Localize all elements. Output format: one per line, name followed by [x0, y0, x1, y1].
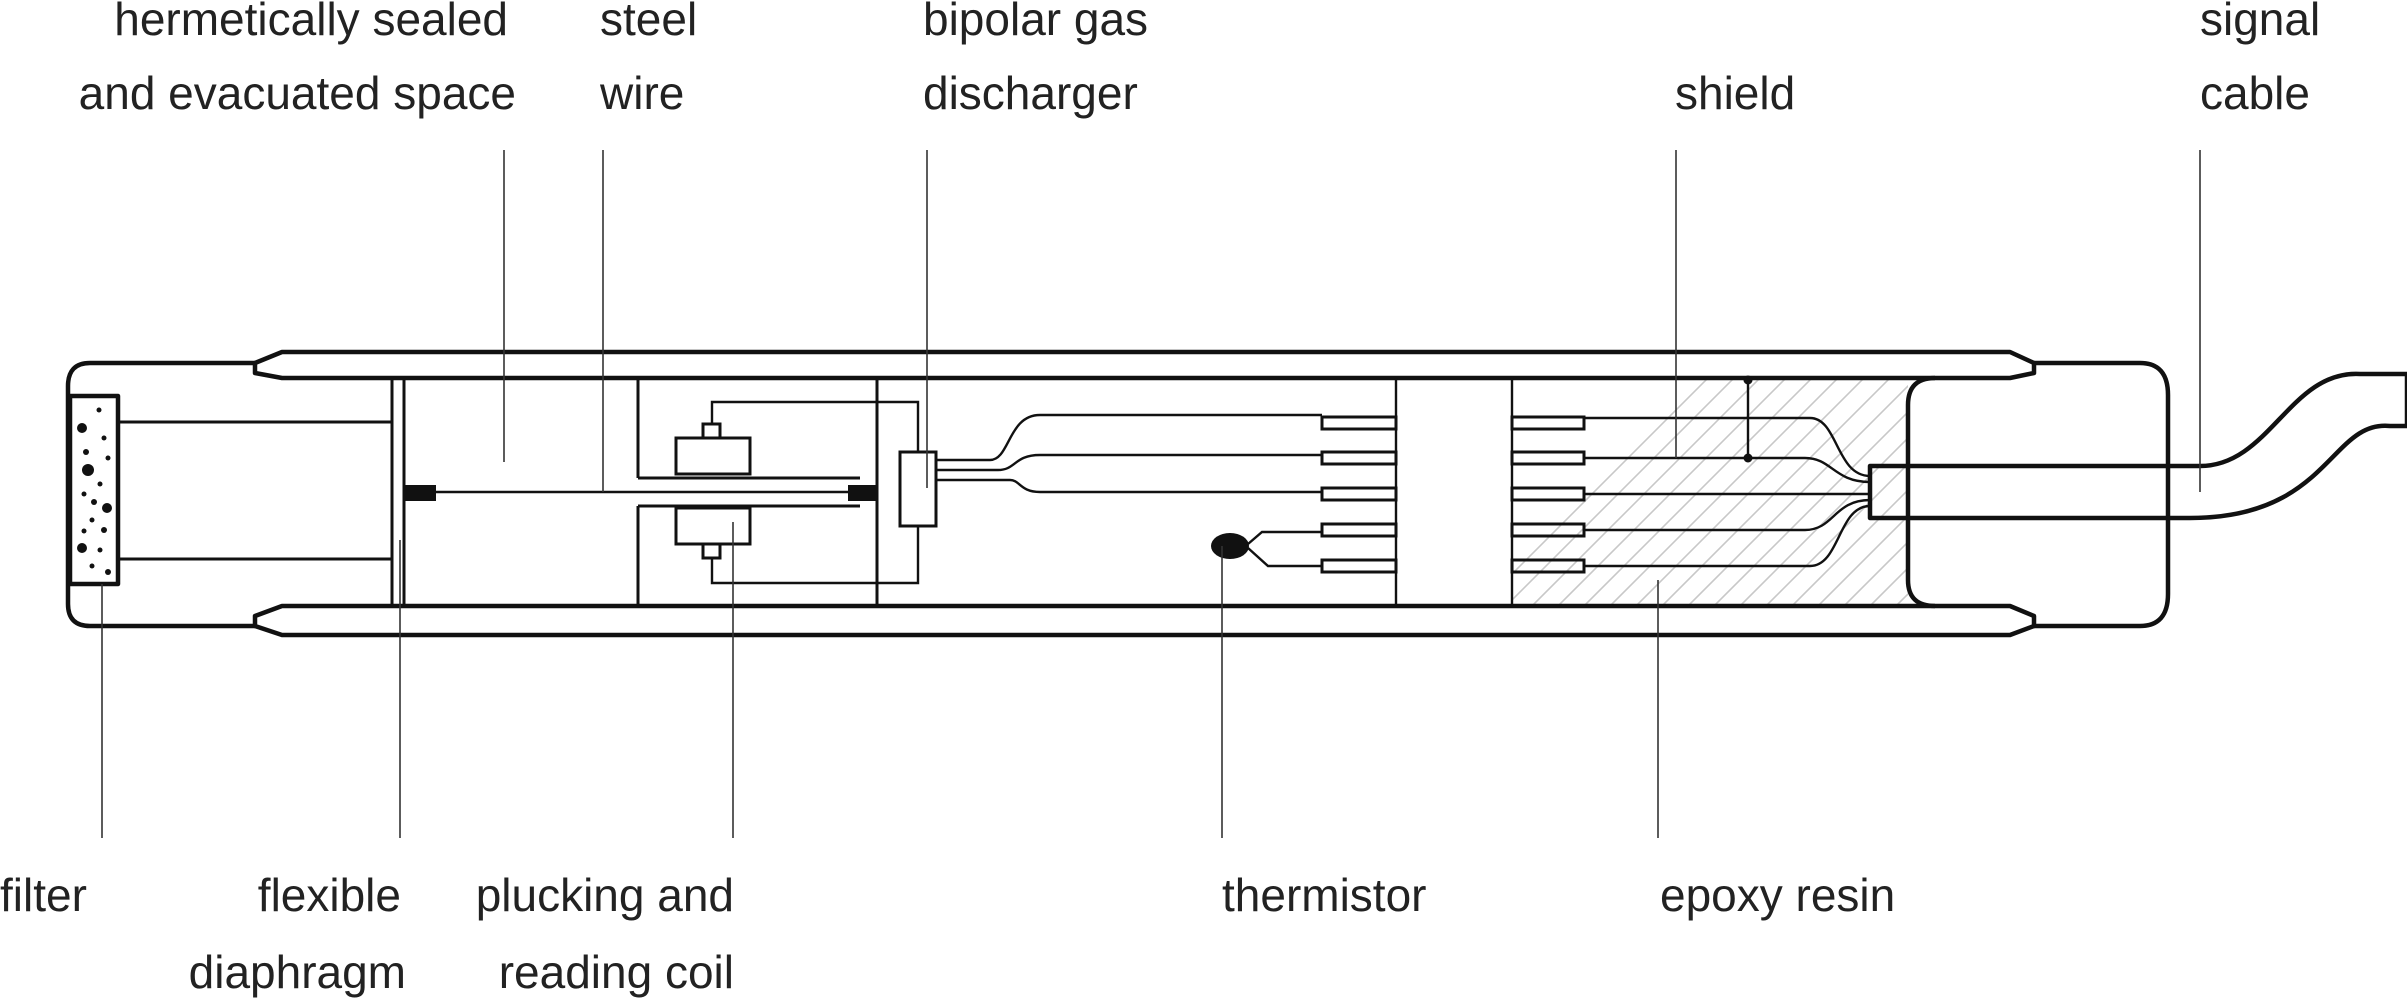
epoxy-hatch-line	[1583, 378, 1814, 606]
cable-wires	[1584, 416, 1871, 568]
epoxy-hatch-line	[1948, 366, 2188, 606]
epoxy-hatch-line	[1687, 384, 1908, 606]
bottom-labels: filter flexible diaphragm plucking and r…	[0, 869, 1895, 998]
epoxy-end-boundary	[1905, 375, 1936, 609]
cable-sheath	[1867, 371, 2407, 521]
epoxy-hatch-line	[1739, 436, 1908, 606]
signal-cable	[1867, 371, 2407, 521]
epoxy-hatch-line	[1713, 410, 1908, 606]
wire-anchor-right	[848, 485, 878, 501]
wire-anchor-left	[405, 485, 436, 501]
label-steel-line1: steel	[600, 0, 697, 45]
housing-left-cap	[65, 360, 255, 629]
filter	[67, 393, 121, 587]
label-steel-line2: wire	[599, 67, 684, 119]
label-diaphragm-line2: diaphragm	[189, 946, 406, 998]
epoxy-hatch-line	[1512, 378, 1736, 602]
bipolar-gas-discharger	[898, 450, 938, 528]
label-thermistor: thermistor	[1222, 869, 1426, 921]
coil-lower	[674, 506, 752, 546]
epoxy-hatch-line	[1609, 378, 1840, 606]
coil-upper-lead	[710, 400, 920, 452]
housing-top-tube	[252, 349, 2037, 381]
label-coil-line2: reading coil	[499, 946, 734, 998]
filter-block	[67, 393, 121, 587]
top-labels: hermetically sealed and evacuated space …	[79, 0, 2321, 119]
terminal-block	[1320, 378, 1586, 606]
label-gas-line2: discharger	[923, 67, 1138, 119]
epoxy-hatch-line	[1922, 366, 2162, 606]
coil-lower-lead	[710, 526, 920, 585]
epoxy-hatch-line	[1531, 378, 1762, 606]
coil-upper-core	[701, 422, 722, 440]
epoxy-hatch-line	[1791, 488, 1908, 606]
epoxy-resin-area	[1512, 366, 2188, 606]
thermistor-lead-lower	[1247, 547, 1322, 568]
thermistor-lead-upper	[1247, 530, 1322, 545]
label-filter: filter	[0, 869, 87, 921]
epoxy-hatch-line	[1817, 514, 1908, 606]
housing-right-cap	[2034, 360, 2171, 629]
plucking-reading-coil	[674, 400, 920, 585]
label-epoxy: epoxy resin	[1660, 869, 1895, 921]
filter-pores	[77, 407, 112, 575]
thermistor	[1211, 530, 1322, 568]
label-diaphragm-line1: flexible	[258, 869, 401, 921]
internal-wires	[936, 413, 1322, 494]
epoxy-hatch-line	[1635, 378, 1866, 606]
label-gas-line1: bipolar gas	[923, 0, 1148, 45]
epoxy-hatch-line	[1557, 378, 1788, 606]
label-signal-line1: signal	[2200, 0, 2320, 45]
label-coil-line1: plucking and	[476, 869, 734, 921]
epoxy-hatch-line	[1661, 378, 1892, 606]
coil-upper	[674, 436, 752, 476]
thermistor-bead	[1211, 533, 1249, 559]
label-shield: shield	[1675, 67, 1795, 119]
terminal-pins-left	[1320, 415, 1398, 574]
terminal-pins-right	[1510, 415, 1586, 574]
shield-connection	[1743, 375, 1753, 463]
epoxy-hatch-line	[1843, 540, 1908, 606]
label-hermetic-line2: and evacuated space	[79, 67, 516, 119]
coil-lower-core	[701, 542, 722, 560]
epoxy-hatch-line	[1765, 462, 1908, 606]
housing-bottom-tube	[252, 603, 2037, 638]
label-hermetic-line1: hermetically sealed	[114, 0, 508, 45]
sensor-housing	[65, 349, 2171, 638]
leader-lines	[101, 150, 2201, 838]
label-signal-line2: cable	[2200, 67, 2310, 119]
epoxy-hatch-line	[1895, 592, 1908, 606]
epoxy-hatch-line	[1512, 378, 1710, 576]
